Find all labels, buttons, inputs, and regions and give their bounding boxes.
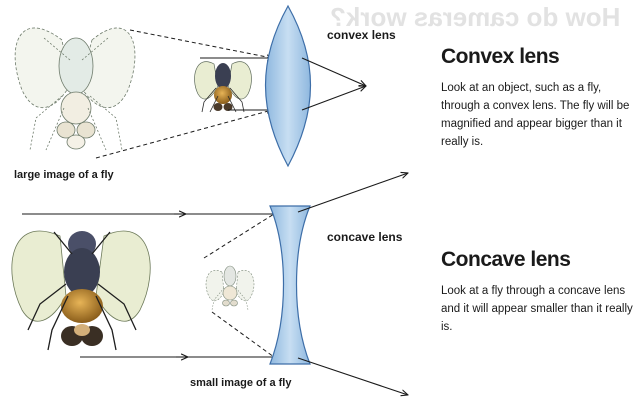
convex-heading: Convex lens	[441, 45, 560, 68]
large-fly-object	[11, 230, 151, 351]
small-fly-caption: small image of a fly	[190, 377, 292, 389]
convex-description: Look at an object, such as a fly, throug…	[441, 82, 630, 148]
large-fly-caption: large image of a fly	[14, 169, 115, 181]
concave-lens-label: concave lens	[327, 230, 403, 244]
convex-lens	[264, 4, 312, 168]
convex-lens-label: convex lens	[327, 28, 396, 42]
large-fly-image	[14, 27, 136, 151]
concave-description: Look at a fly through a concave lens and…	[441, 285, 633, 333]
concave-lens	[269, 205, 311, 365]
concave-heading: Concave lens	[441, 248, 571, 271]
small-fly-image	[205, 265, 255, 311]
small-fly-object	[194, 61, 252, 113]
